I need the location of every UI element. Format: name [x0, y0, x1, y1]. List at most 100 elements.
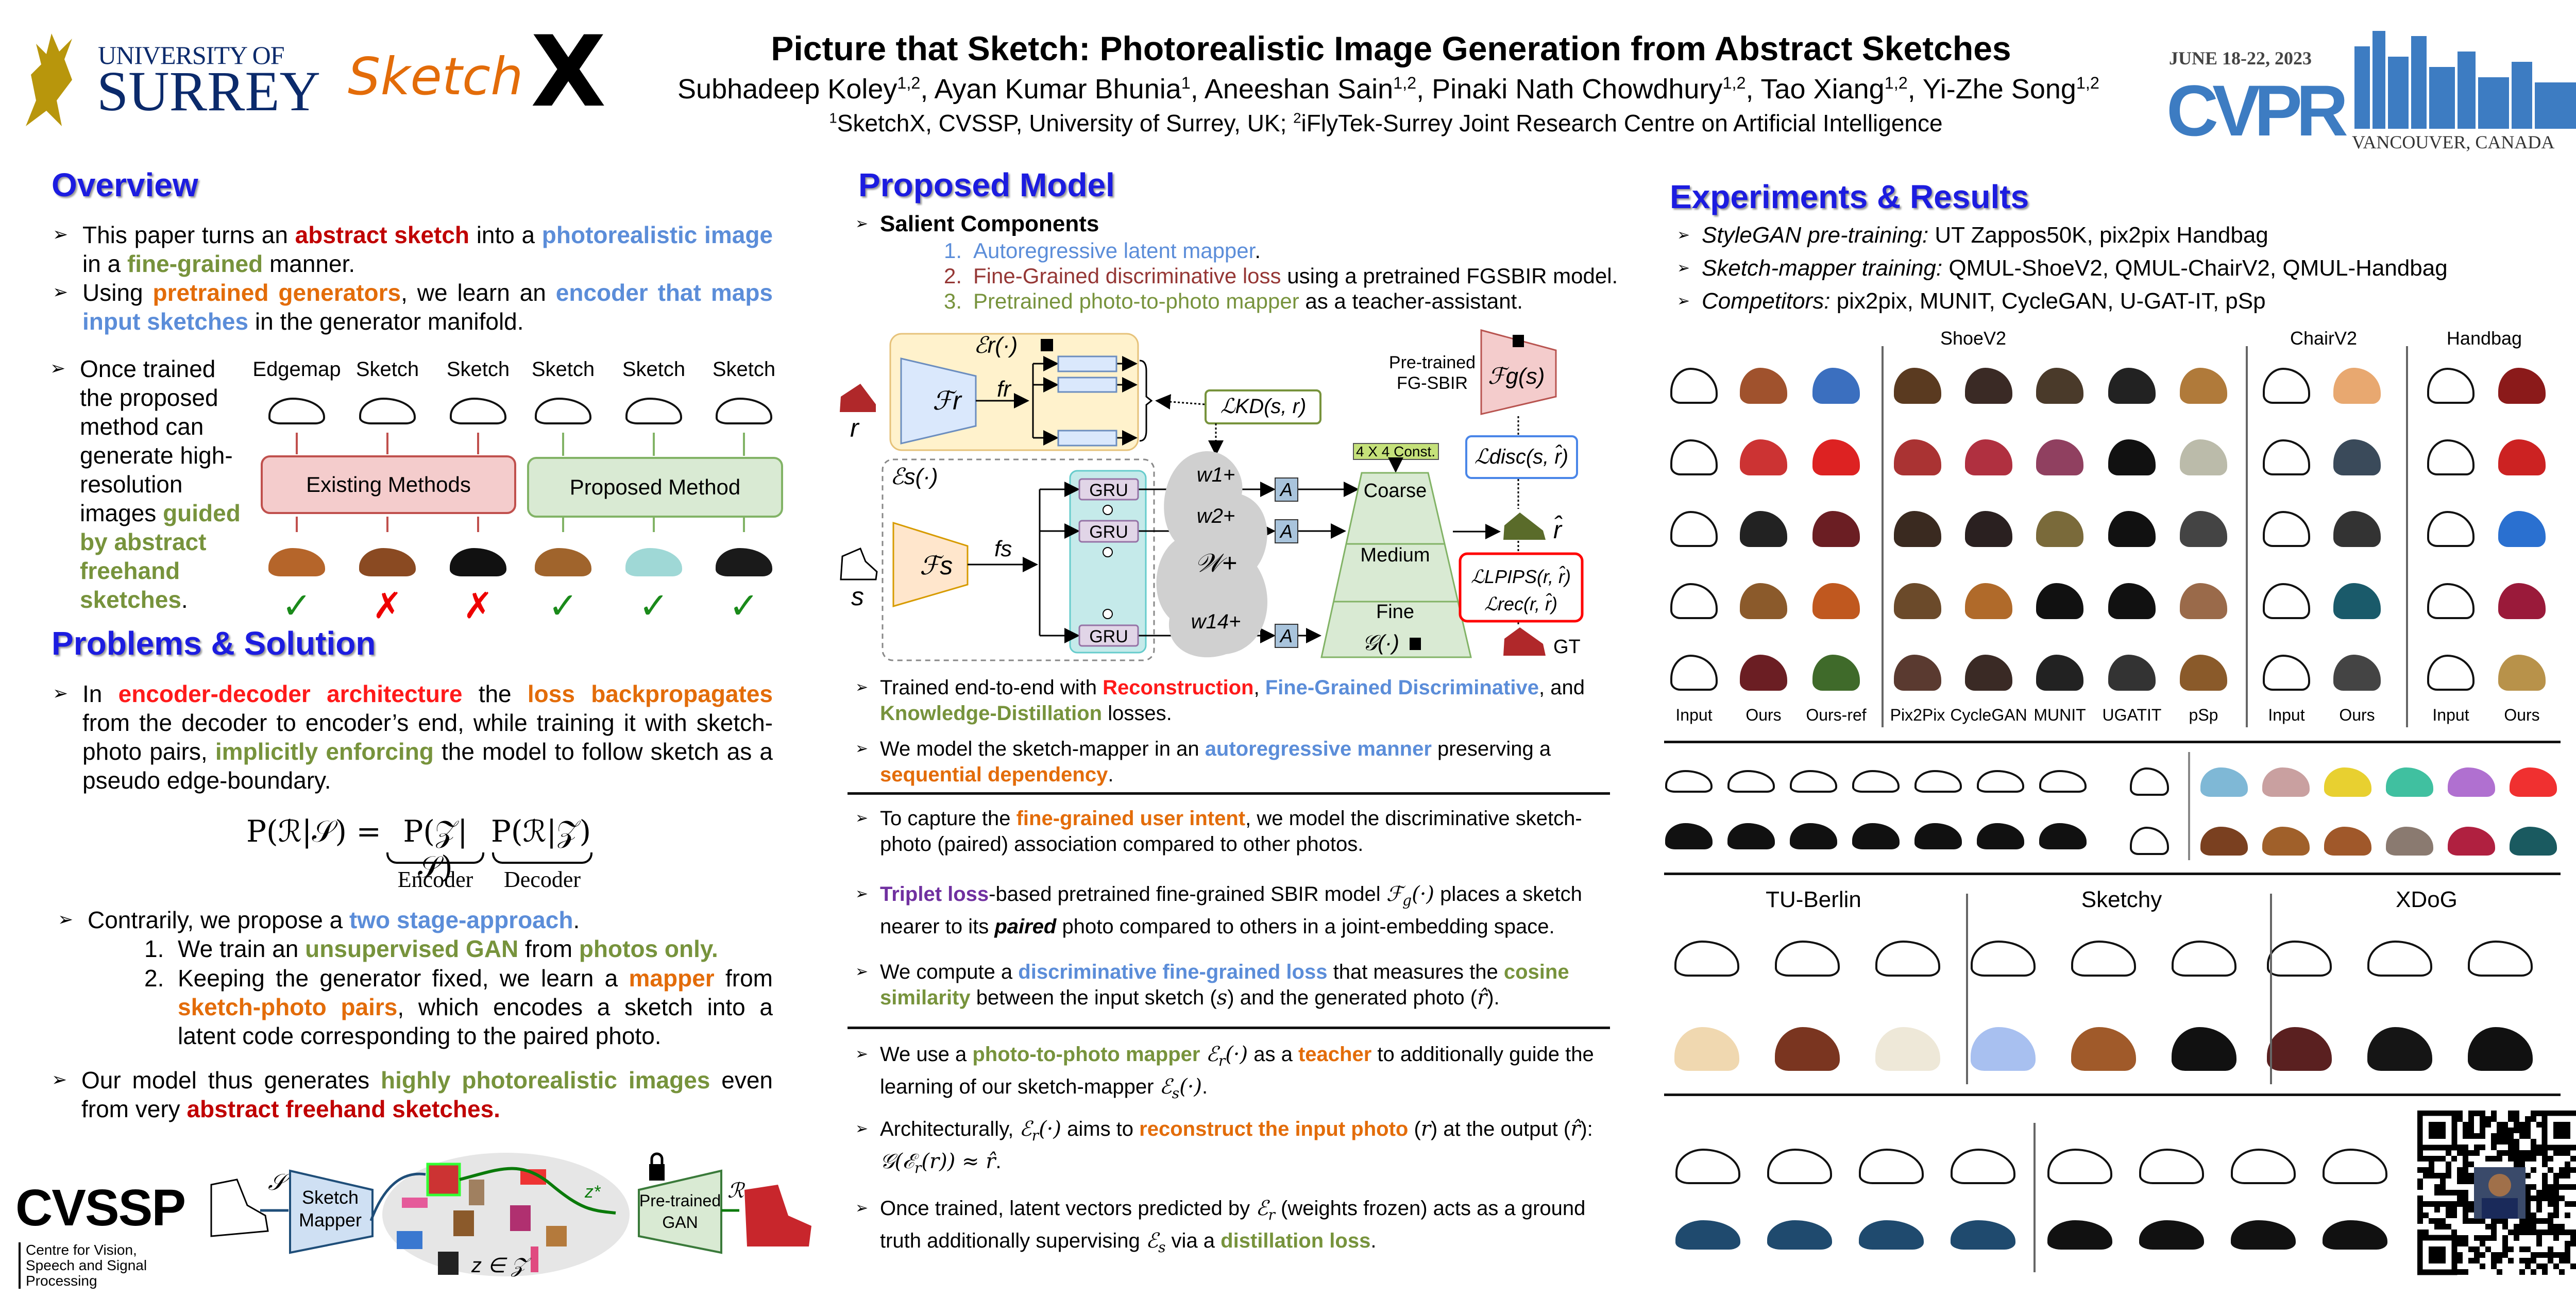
text-segment: r	[1218, 1052, 1226, 1069]
text-segment: .	[1108, 763, 1114, 786]
result-photo	[1660, 810, 1717, 855]
text-segment: , and	[1538, 676, 1585, 699]
shoe-shape	[2200, 767, 2248, 797]
text-segment: ℰ	[1145, 1229, 1159, 1253]
input-sketch	[2126, 753, 2173, 801]
partial-sketch	[2316, 1131, 2394, 1191]
sketch-shoe-shape	[716, 398, 772, 425]
result-photo	[1668, 1004, 1745, 1080]
object-shape	[1739, 583, 1788, 619]
column-label: Ours-ref	[1806, 706, 1867, 724]
object-shape	[1964, 583, 2013, 619]
result-photo	[1889, 492, 1946, 554]
sketch-shoe-shape	[2047, 1149, 2112, 1184]
fgsbir-block	[1480, 329, 1557, 415]
result-photo	[2494, 492, 2550, 554]
bullet-arrow-icon: ➢	[1677, 226, 1690, 244]
result-photo	[1944, 1205, 2022, 1256]
model-bullet: ➢ We model the sketch-mapper in an autore…	[855, 736, 1612, 788]
pretrained-gan-label: Pre-trained GAN	[639, 1191, 721, 1232]
bullet-text: We compute a discriminative fine-grained…	[880, 961, 1569, 1010]
divider	[1664, 1094, 2561, 1096]
text-segment: 1	[829, 110, 837, 126]
text-segment: ).	[1487, 986, 1500, 1009]
overview-heading: Overview	[52, 166, 198, 203]
result-photo	[1960, 565, 2017, 626]
sketch-mapper-box	[882, 458, 1155, 661]
result-photo	[2196, 753, 2252, 803]
input-sketch	[1668, 922, 1745, 984]
medium-label: Medium	[1360, 544, 1430, 566]
gt-label: GT	[1553, 636, 1581, 658]
shoe-shape	[1971, 1027, 2036, 1071]
coarse-label: Coarse	[1364, 480, 1427, 502]
divider	[848, 1027, 1610, 1029]
shoe-shape	[716, 548, 772, 576]
text-segment: ):	[1580, 1118, 1593, 1140]
result-photo	[2031, 636, 2088, 698]
experiment-bullet: ➢Sketch-mapper training: QMUL-ShoeV2, QM…	[1677, 255, 2552, 281]
generator-block	[1320, 472, 1472, 658]
qr-code[interactable]	[2417, 1111, 2576, 1276]
text-segment: sketch-photo pairs	[178, 994, 398, 1020]
text-segment: guided by abstract freehand sketches	[80, 500, 241, 613]
result-photo	[1964, 1004, 2042, 1080]
bullet-arrow-icon: ➢	[855, 740, 869, 758]
result-photo	[2065, 1004, 2142, 1080]
input-sketch	[1666, 636, 1722, 698]
text-segment: 1,2	[897, 74, 921, 92]
bullet-text: Trained end-to-end with Reconstruction, …	[880, 676, 1585, 725]
output-photo	[620, 533, 687, 582]
text-segment: (·)	[1179, 1075, 1202, 1099]
output-photo	[263, 533, 330, 582]
object-shape	[2036, 655, 2084, 691]
text-segment: (	[1408, 1118, 1421, 1140]
result-photo	[1960, 349, 2017, 411]
rec-loss-label: ℒrec(r, r̂)	[1484, 592, 1557, 614]
proposed-model-heading: Proposed Model	[858, 166, 1115, 203]
arrow	[743, 517, 745, 532]
decoder-label: Decoder	[503, 867, 581, 892]
dataset-label: Sketchy	[2081, 887, 2162, 912]
bullet-text: We model the sketch-mapper in an autoreg…	[880, 738, 1551, 786]
check-icon: ✓	[728, 585, 759, 627]
sketch-shoe-shape	[1951, 1149, 2015, 1184]
affine-label: A	[1279, 479, 1293, 500]
result-photo	[2104, 565, 2160, 626]
sketch-shoe-shape	[2130, 767, 2169, 796]
input-sketch	[2258, 565, 2315, 626]
text-segment: .	[995, 1150, 1002, 1173]
object-shape	[2498, 439, 2546, 475]
dataset-label: TU-Berlin	[1766, 887, 1861, 912]
shoe-shape	[2267, 1027, 2332, 1071]
text-segment: implicitly enforcing	[215, 738, 434, 765]
text-segment: using a pretrained FGSBIR model.	[1281, 264, 1618, 288]
input-sketch	[2361, 922, 2438, 984]
shoe-shape	[2047, 1220, 2112, 1250]
equation-decoder-term: P(ℛ|𝒵)	[490, 814, 591, 849]
text-segment: , Tao Xiang	[1745, 74, 1885, 105]
result-photo	[2494, 421, 2550, 483]
salient-item: Pretrained photo-to-photo mapper as a te…	[973, 288, 1523, 314]
sketch-shoe-shape	[1852, 770, 1900, 793]
partial-sketch	[1761, 1131, 1838, 1191]
text-segment: encoder-decoder architecture	[118, 680, 463, 707]
input-sketch	[2422, 492, 2479, 554]
object-shape	[1964, 439, 2013, 475]
bullet-arrow-icon: ➢	[50, 358, 66, 379]
sketch-shoe-shape	[2367, 941, 2432, 977]
object-shape	[2333, 655, 2381, 691]
object-shape	[2262, 511, 2311, 547]
sketch-shoe-shape	[625, 398, 682, 425]
shoe-shape	[359, 548, 416, 576]
divider	[848, 792, 1610, 795]
text-segment: , Yi-Zhe Song	[1907, 74, 2076, 105]
text-segment: aims to	[1061, 1118, 1140, 1140]
input-sketch	[1769, 922, 1846, 984]
gru-label: GRU	[1089, 481, 1128, 500]
object-shape	[2036, 511, 2084, 547]
shoe-shape	[2200, 827, 2248, 856]
object-shape	[1812, 655, 1860, 691]
result-photo	[1808, 565, 1865, 626]
object-shape	[1893, 439, 1942, 475]
